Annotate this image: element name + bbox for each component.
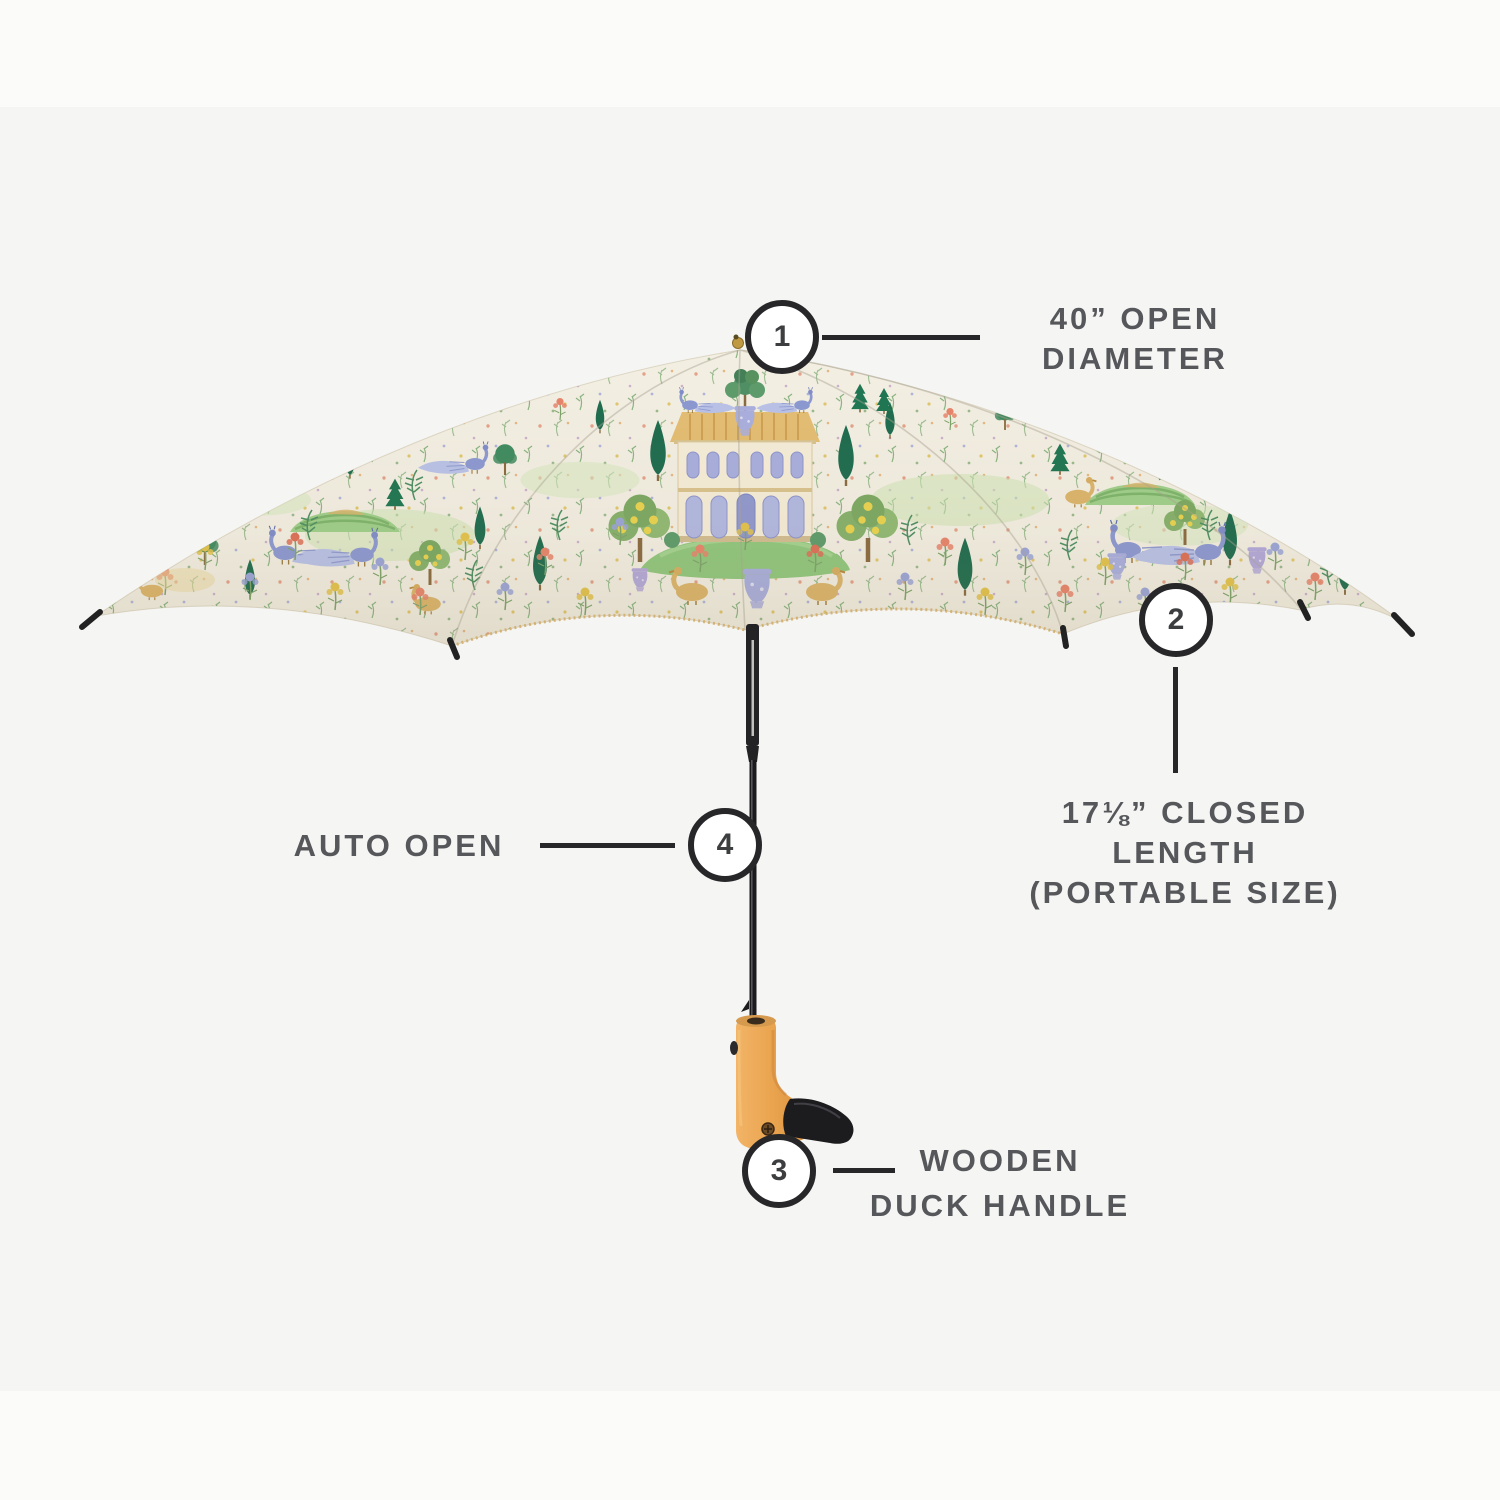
leader-line-2 [1173,667,1178,773]
callout-2-badge: 2 [1139,583,1213,657]
label-open-diameter-line-2: DIAMETER [1042,341,1228,376]
canopy-pattern [96,350,1402,646]
auto-open-button [730,1041,738,1055]
label-closed-length: 17⅛” CLOSED LENGTH (PORTABLE SIZE) [1005,793,1365,913]
label-duck-handle-line-1: WOODEN [919,1143,1081,1178]
label-open-diameter: 40” OPEN DIAMETER [985,299,1285,379]
leader-line-1 [822,335,980,340]
finial [732,334,744,349]
shaft-socket [747,1017,765,1025]
callout-1-number: 1 [773,320,791,353]
runner-spur [741,1000,749,1012]
wooden-duck-handle [730,1015,854,1150]
label-auto-open: AUTO OPEN [249,826,549,866]
canopy-fringe [451,607,1064,648]
rib-tips [79,599,1415,660]
callout-4-number: 4 [716,828,734,861]
label-open-diameter-line-1: 40” OPEN [1049,301,1221,336]
leader-line-3 [833,1168,895,1173]
callout-4-badge: 4 [688,808,762,882]
canopy-seams [451,349,1301,647]
label-duck-handle-line-2: DUCK HANDLE [869,1188,1131,1223]
umbrella-shaft [741,624,759,1022]
label-duck-handle: WOODEN DUCK HANDLE [850,1138,1150,1228]
duck-beak [783,1098,854,1144]
label-closed-length-line-2: LENGTH [1112,835,1258,870]
leader-line-4 [540,843,675,848]
callout-1-badge: 1 [745,300,819,374]
callout-3-badge: 3 [742,1134,816,1208]
handle-screw [761,1122,775,1136]
callout-3-number: 3 [770,1154,788,1187]
label-auto-open-line-1: AUTO OPEN [293,828,505,863]
callout-2-number: 2 [1167,603,1185,636]
label-closed-length-line-1: 17⅛” CLOSED [1061,795,1309,830]
label-closed-length-line-3: (PORTABLE SIZE) [1029,875,1341,910]
umbrella-canopy [79,334,1415,660]
